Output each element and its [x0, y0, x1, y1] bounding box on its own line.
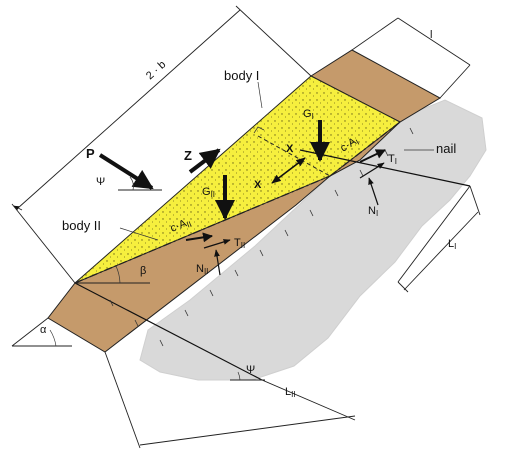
- force-Z-arrow: [188, 148, 221, 174]
- angle-alpha: α: [40, 324, 47, 336]
- len-2-label: LII: [285, 386, 296, 399]
- angle-psi-bottom: Ψ: [246, 364, 255, 376]
- interforce-arrow: [271, 157, 306, 184]
- nail-lower: [74, 282, 263, 381]
- force-P-label: P: [86, 146, 95, 161]
- force-Z-label: Z: [184, 148, 192, 163]
- angle-beta: β: [140, 265, 146, 277]
- normal-1-arrow: [368, 177, 379, 206]
- normal-2-arrow: [214, 249, 221, 276]
- interforce-X1: X: [286, 143, 294, 155]
- cohesion-2-arrow: [185, 232, 213, 243]
- shear-1-label: TI: [388, 153, 397, 166]
- weight-1-label: GI: [303, 108, 314, 121]
- slip-surface-1: [329, 121, 401, 177]
- shear-2-label: TII: [234, 237, 245, 250]
- rock-mass: [139, 99, 487, 381]
- slip-surface-2: [74, 175, 331, 284]
- normal-2-label: NII: [196, 263, 208, 276]
- dim-l-label: l: [430, 29, 432, 41]
- cohesion-2-label: c·AII: [169, 216, 193, 236]
- shear-2-arrow: [203, 239, 231, 249]
- force-P-arrow: [98, 153, 154, 190]
- normal-1-label: NI: [368, 205, 378, 218]
- len-1-label: LI: [448, 238, 456, 251]
- interforce-X2: X: [254, 179, 262, 191]
- weight-2-label: GII: [202, 186, 215, 199]
- body-2-label: body II: [62, 218, 101, 233]
- body-1-label: body I: [224, 68, 259, 83]
- shear-1-arrow: [359, 162, 385, 179]
- dim-2b-label: 2 · b: [144, 59, 168, 83]
- nail-label: nail: [436, 141, 456, 156]
- cohesion-1-arrow: [359, 149, 386, 163]
- angle-psi-left: Ψ: [96, 176, 105, 188]
